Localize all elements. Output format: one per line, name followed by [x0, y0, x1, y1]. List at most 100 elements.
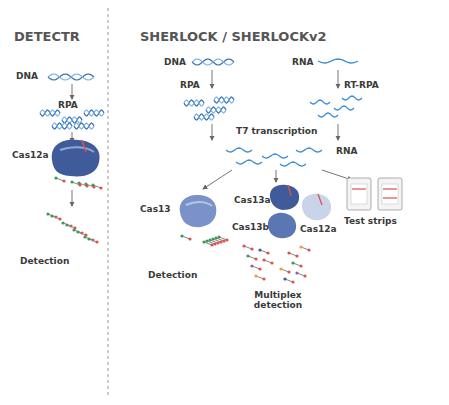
fluorophore	[50, 214, 53, 217]
reporter-fragments	[46, 176, 310, 283]
dna-strand	[84, 110, 104, 116]
quencher	[84, 233, 87, 236]
fluorophore	[250, 264, 253, 267]
rna-strand	[280, 162, 306, 166]
quencher	[78, 183, 81, 186]
fluorophore	[299, 245, 302, 248]
quencher	[262, 277, 265, 280]
panel-heading: SHERLOCK / SHERLOCKv2	[140, 30, 327, 45]
rna-strand	[262, 154, 288, 158]
quencher	[95, 240, 98, 243]
rna-strands	[226, 59, 362, 166]
step-label: Cas13	[140, 204, 171, 214]
quencher	[307, 248, 310, 251]
fluorophore	[262, 258, 265, 261]
rna-strand	[318, 113, 338, 117]
step-label: DNA	[16, 71, 38, 81]
step-label: DNA	[164, 57, 186, 67]
quencher	[99, 186, 102, 189]
dna-strand	[52, 123, 72, 129]
fluorophore	[46, 212, 49, 215]
fluorophore	[214, 236, 217, 239]
dna-helices	[40, 59, 234, 129]
fluorophore	[87, 237, 90, 240]
cas-proteins	[52, 140, 331, 239]
dna-strand	[206, 107, 226, 113]
step-label: Multiplex detection	[238, 290, 318, 311]
fluorophore	[217, 235, 220, 238]
fluorophore	[283, 277, 286, 280]
quencher	[222, 239, 225, 242]
dna-strand	[184, 100, 204, 106]
quencher	[58, 217, 61, 220]
quencher	[210, 243, 213, 246]
cas13a-protein	[270, 185, 299, 210]
rna-strand	[318, 59, 358, 63]
dna-strand	[206, 107, 226, 113]
dna-strand	[74, 123, 94, 129]
quencher	[188, 237, 191, 240]
dna-strand	[84, 110, 104, 116]
fluorophore	[76, 230, 79, 233]
step-label: Cas13a	[234, 195, 271, 205]
fluorophore	[279, 267, 282, 270]
dna-strand	[62, 117, 82, 123]
step-label: Cas12a	[300, 224, 337, 234]
fluorophore	[291, 261, 294, 264]
rna-strand	[236, 160, 262, 164]
cas12a-protein	[52, 140, 100, 177]
quencher	[250, 247, 253, 250]
step-label: T7 transcription	[236, 126, 317, 136]
dna-strand	[214, 97, 234, 103]
fluorophore	[61, 221, 64, 224]
flow-arrows	[72, 70, 352, 206]
dna-strand	[192, 59, 234, 65]
fluorophore	[246, 254, 249, 257]
dna-strand	[214, 97, 234, 103]
quencher	[219, 240, 222, 243]
quencher	[225, 238, 228, 241]
fluorophore	[65, 223, 68, 226]
panel-divider	[108, 8, 109, 398]
rna-strand	[342, 96, 362, 100]
fluorophore	[258, 248, 261, 251]
fluorophore	[202, 240, 205, 243]
step-label: Test strips	[344, 216, 397, 226]
cas13b-protein	[268, 213, 296, 238]
dna-strand	[194, 114, 214, 120]
step-label: RPA	[180, 80, 200, 90]
dna-strand	[194, 114, 214, 120]
fluorophore	[208, 238, 211, 241]
rna-strand	[334, 106, 354, 110]
panel-heading: DETECTR	[14, 30, 80, 45]
cas13-protein	[180, 195, 217, 227]
quencher	[213, 242, 216, 245]
quencher	[216, 241, 219, 244]
quencher	[287, 270, 290, 273]
fluorophore	[70, 180, 73, 183]
quencher	[270, 261, 273, 264]
test-strips	[347, 178, 402, 210]
fluorophore	[242, 244, 245, 247]
quencher	[258, 267, 261, 270]
fluorophore	[205, 239, 208, 242]
quencher	[92, 185, 95, 188]
dna-strand	[48, 74, 94, 80]
fluorophore	[180, 234, 183, 237]
step-label: RNA	[292, 57, 313, 67]
quencher	[254, 257, 257, 260]
quencher	[303, 274, 306, 277]
rna-strand	[296, 148, 322, 152]
cas12a-light-protein	[302, 194, 331, 220]
dna-strand	[184, 100, 204, 106]
fluorophore	[211, 237, 214, 240]
step-label: RPA	[58, 100, 78, 110]
step-label: RNA	[336, 146, 357, 156]
dna-strand	[74, 123, 94, 129]
dna-strand	[40, 110, 60, 116]
fluorophore	[295, 271, 298, 274]
step-label: Detection	[20, 256, 69, 266]
step-label: Cas12a	[12, 150, 49, 160]
quencher	[62, 179, 65, 182]
